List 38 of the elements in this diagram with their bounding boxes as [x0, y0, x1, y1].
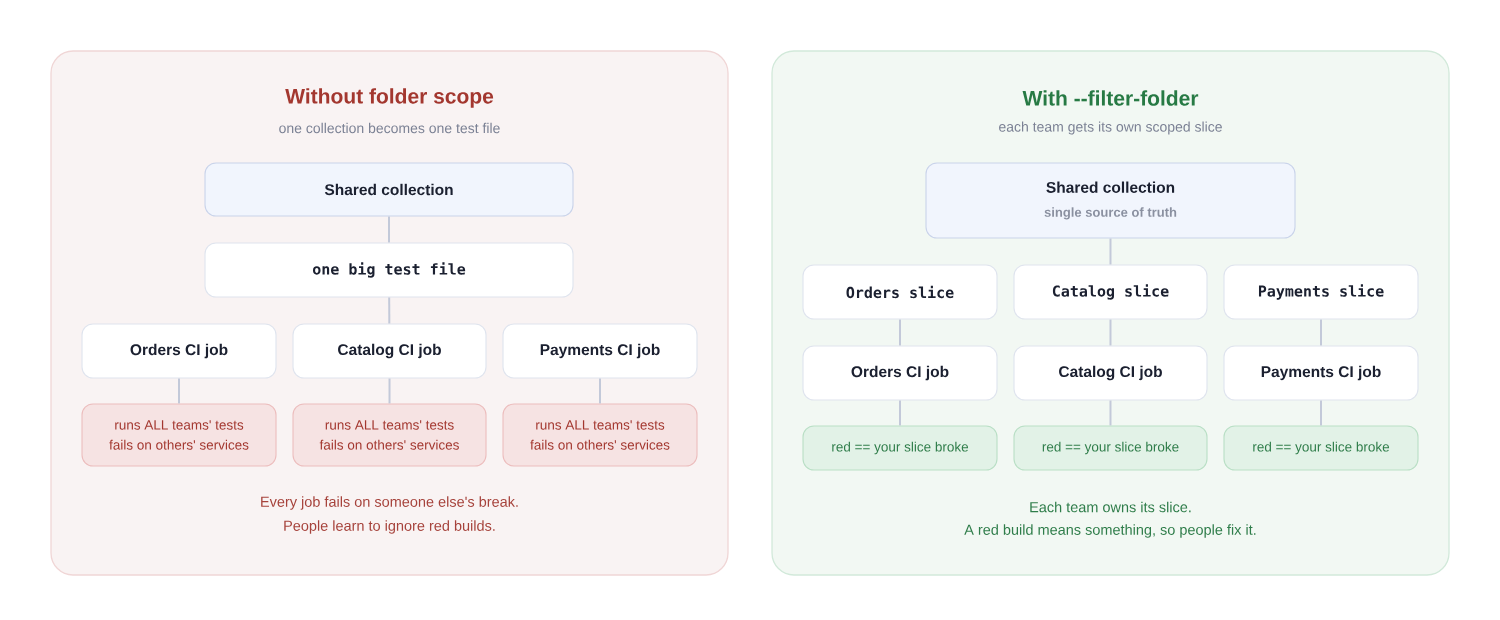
warning-box: runs ALL teams' tests fails on others' services	[292, 403, 487, 467]
connector-line	[178, 377, 180, 405]
panel-note: A red build means something, so people fix it.	[964, 524, 1256, 538]
slice-box: Payments slice	[1223, 264, 1419, 320]
panel-note: Every job fails on someone else's break.	[261, 496, 518, 510]
collection-box: Shared collection	[204, 162, 574, 217]
panel-subtitle: each team gets its own scoped slice	[999, 121, 1222, 135]
ci-job-box: Catalog CI job	[292, 323, 487, 379]
connector-line	[1109, 399, 1112, 427]
ci-job-box: Orders CI job	[802, 345, 998, 401]
ci-job-box: Orders CI job	[81, 323, 277, 379]
panel-title: Without folder scope	[285, 88, 494, 108]
connector-line	[899, 399, 901, 427]
connector-line	[388, 377, 391, 405]
warning-box: runs ALL teams' tests fails on others' services	[502, 403, 698, 467]
connector-line	[1109, 318, 1112, 347]
connector-line	[388, 215, 390, 244]
ci-job-box: Payments CI job	[502, 323, 698, 379]
file-box: one big test file	[204, 242, 574, 298]
status-box: red == your slice broke	[1013, 425, 1208, 471]
warning-box: runs ALL teams' tests fails on others' services	[81, 403, 277, 467]
panel-note: Each team owns its slice.	[1030, 501, 1191, 513]
ci-job-box: Catalog CI job	[1013, 345, 1208, 401]
connector-line	[599, 377, 601, 405]
collection-box: Shared collection single source of truth	[925, 162, 1296, 239]
panel-note: People learn to ignore red builds.	[284, 520, 495, 534]
ci-job-box: Payments CI job	[1223, 345, 1419, 401]
connector-line	[899, 318, 901, 347]
status-box: red == your slice broke	[802, 425, 998, 471]
connector-line	[388, 296, 391, 325]
connector-line	[1320, 318, 1322, 347]
slice-box: Catalog slice	[1013, 264, 1208, 320]
connector-line	[1320, 399, 1322, 427]
slice-box: Orders slice	[802, 264, 998, 320]
panel-subtitle: one collection becomes one test file	[279, 122, 500, 134]
connector-line	[1109, 237, 1112, 266]
panel-title: With --filter-folder	[1022, 90, 1199, 106]
status-box: red == your slice broke	[1223, 425, 1419, 471]
